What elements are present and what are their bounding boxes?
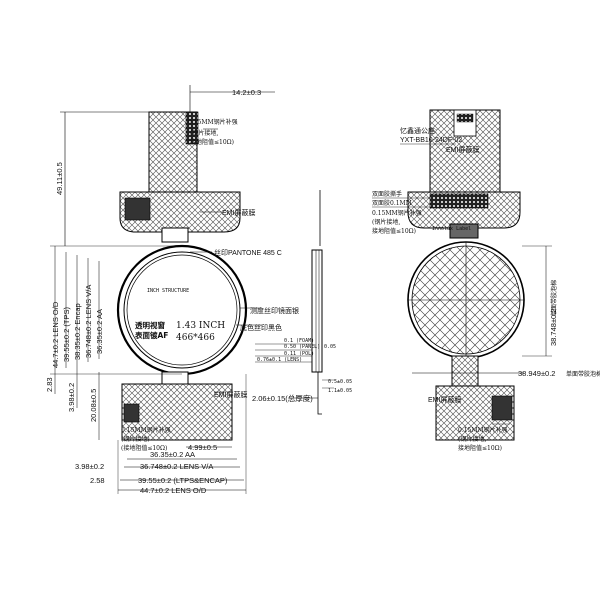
h-dim-499: 4.99±0.5 — [188, 443, 217, 452]
back-horizontal-note: 单面带胶泡棉 — [566, 370, 600, 378]
label-tape-pull: 双面胶撕手 — [372, 190, 402, 198]
back-view: Innolux Label 忆鑫通公座: YXT-BB10-24DF-02 EM… — [372, 109, 600, 452]
label-stiffener-note2: 接地阻值≤10Ω) — [372, 227, 416, 235]
size-label-1: 1.43 INCH — [176, 321, 225, 331]
label-stiffener-note1: (钢片接地, — [372, 218, 400, 226]
emi-lower-front: EMI屏蔽膜 — [214, 390, 247, 399]
window-label-2: 表面镀AF — [135, 330, 168, 340]
back-bottom-stiffener: 0.15MM钢片补强 — [458, 426, 508, 434]
h-dim-ltps: 39.55±0.2 (LTPS&ENCAP) — [138, 476, 228, 485]
fpc-neck-back — [449, 223, 479, 239]
stiffener-top-note2: 接地阻值≤10Ω) — [190, 138, 234, 146]
connector-label: 忆鑫通公座: — [400, 126, 437, 135]
back-vertical-dim: 38.748±0.2 — [549, 309, 558, 346]
emi-label-back: EMI屏蔽膜 — [446, 145, 479, 154]
bottom-stiffener-label: 0.15MM钢片补强 — [121, 426, 171, 434]
window-label-1: 透明视窗 — [135, 320, 165, 330]
fpc-thk-2: 1.1±0.05 — [328, 388, 352, 394]
fpc-small-dim: 0.05 — [324, 344, 336, 350]
label-double-tape: 双面胶0.1MM — [372, 199, 412, 207]
top-dim-text: 14.2±0.3 — [232, 88, 261, 97]
bottom-stiffener-note: (钢片接地) — [121, 435, 150, 443]
side-stack — [311, 249, 323, 373]
v-dim-encap: 38.35±0.2 Encap — [73, 303, 82, 360]
silk-ring-label: 测度丝印镜面银 — [250, 306, 299, 315]
stiffener-top-note1: (钢片接地, — [190, 129, 218, 137]
v-dim-lens-va: 36.748±0.2 LENS V/A — [84, 285, 93, 358]
fpc-lower-front — [121, 383, 233, 441]
stiffener-back — [429, 193, 489, 209]
lens-aa — [126, 254, 238, 366]
ic-block — [124, 197, 151, 221]
emi-label-front: EMI屏蔽膜 — [222, 208, 255, 217]
bottom-stiffener-note2: (接地阻值≤10Ω) — [121, 444, 167, 452]
connector-pad — [185, 111, 199, 145]
v-dim-283: 2.83 — [45, 377, 54, 392]
h-dim-left-258: 2.58 — [90, 476, 105, 485]
silk-label: 丝印PANTONE 485 C — [214, 248, 282, 257]
back-bottom-stiffener-note2: 接地阻值≤10Ω) — [458, 444, 502, 452]
emi-lower-back: EMI屏蔽膜 — [428, 395, 461, 404]
h-dim-lens-va: 36.748±0.2 LENS V/A — [140, 462, 213, 471]
h-dim-aa: 36.35±0.2 AA — [150, 450, 195, 459]
size-label-2: 466*466 — [176, 333, 215, 343]
structure-label: INCH STRUCTURE — [147, 288, 189, 294]
horizontal-dims: 4.99±0.5 36.35±0.2 AA 36.748±0.2 LENS V/… — [75, 374, 247, 495]
front-view: 14.2±0.3 49.11±0.5 透明视窗 表面镀AF 1.43 INCH … — [45, 85, 299, 495]
v-dim-2008: 20.08±0.5 — [89, 389, 98, 422]
bottom-silk-label: 底色丝印黑色 — [240, 323, 282, 332]
layer-foam: 0.1 (FOAM) — [284, 338, 314, 344]
layer-lens: 0.76±0.1 (LENS) — [257, 357, 302, 363]
back-bottom-stiffener-note: (钢片接地, — [458, 435, 486, 443]
vertical-dims: 44.7±0.2 LENS O/D 39.55±0.2 (TPS) 38.35±… — [50, 245, 182, 375]
v-dim-aa: 36.35±0.2 AA — [95, 309, 104, 354]
layer-panel: 0.50 (PANEL) — [284, 344, 320, 350]
label-stiffener: 0.15MM钢片补强 — [372, 209, 422, 217]
stiffener-top-label: 0.15MM钢片补强 — [188, 118, 238, 126]
h-dim-lens-od: 44.7±0.2 LENS O/D — [140, 486, 207, 495]
total-thickness: 2.06±0.15(总厚度) — [252, 393, 313, 403]
v-dim-398: 3.98±0.2 — [67, 383, 76, 412]
back-horizontal-dim: 38.949±0.2 — [518, 369, 555, 378]
innolux-label: Innolux Label — [432, 226, 471, 232]
height-dim-text: 49.11±0.5 — [55, 162, 64, 195]
side-view: 0.1 (FOAM) 0.50 (PANEL) 0.11 (POL) 0.76±… — [252, 190, 352, 415]
connector-part: YXT-BB10-24DF-02 — [400, 137, 462, 144]
v-dim-lens-od: 44.7±0.2 LENS O/D — [51, 301, 60, 368]
v-dim-tps: 39.55±0.2 (TPS) — [62, 307, 71, 362]
back-vertical-note: 单面带胶泡棉 — [550, 280, 558, 316]
layer-pol: 0.11 (POL) — [284, 351, 314, 357]
h-dim-left-398: 3.98±0.2 — [75, 462, 104, 471]
fpc-thk-1: 0.5±0.05 — [328, 379, 352, 385]
fpc-neck-front — [161, 227, 189, 243]
